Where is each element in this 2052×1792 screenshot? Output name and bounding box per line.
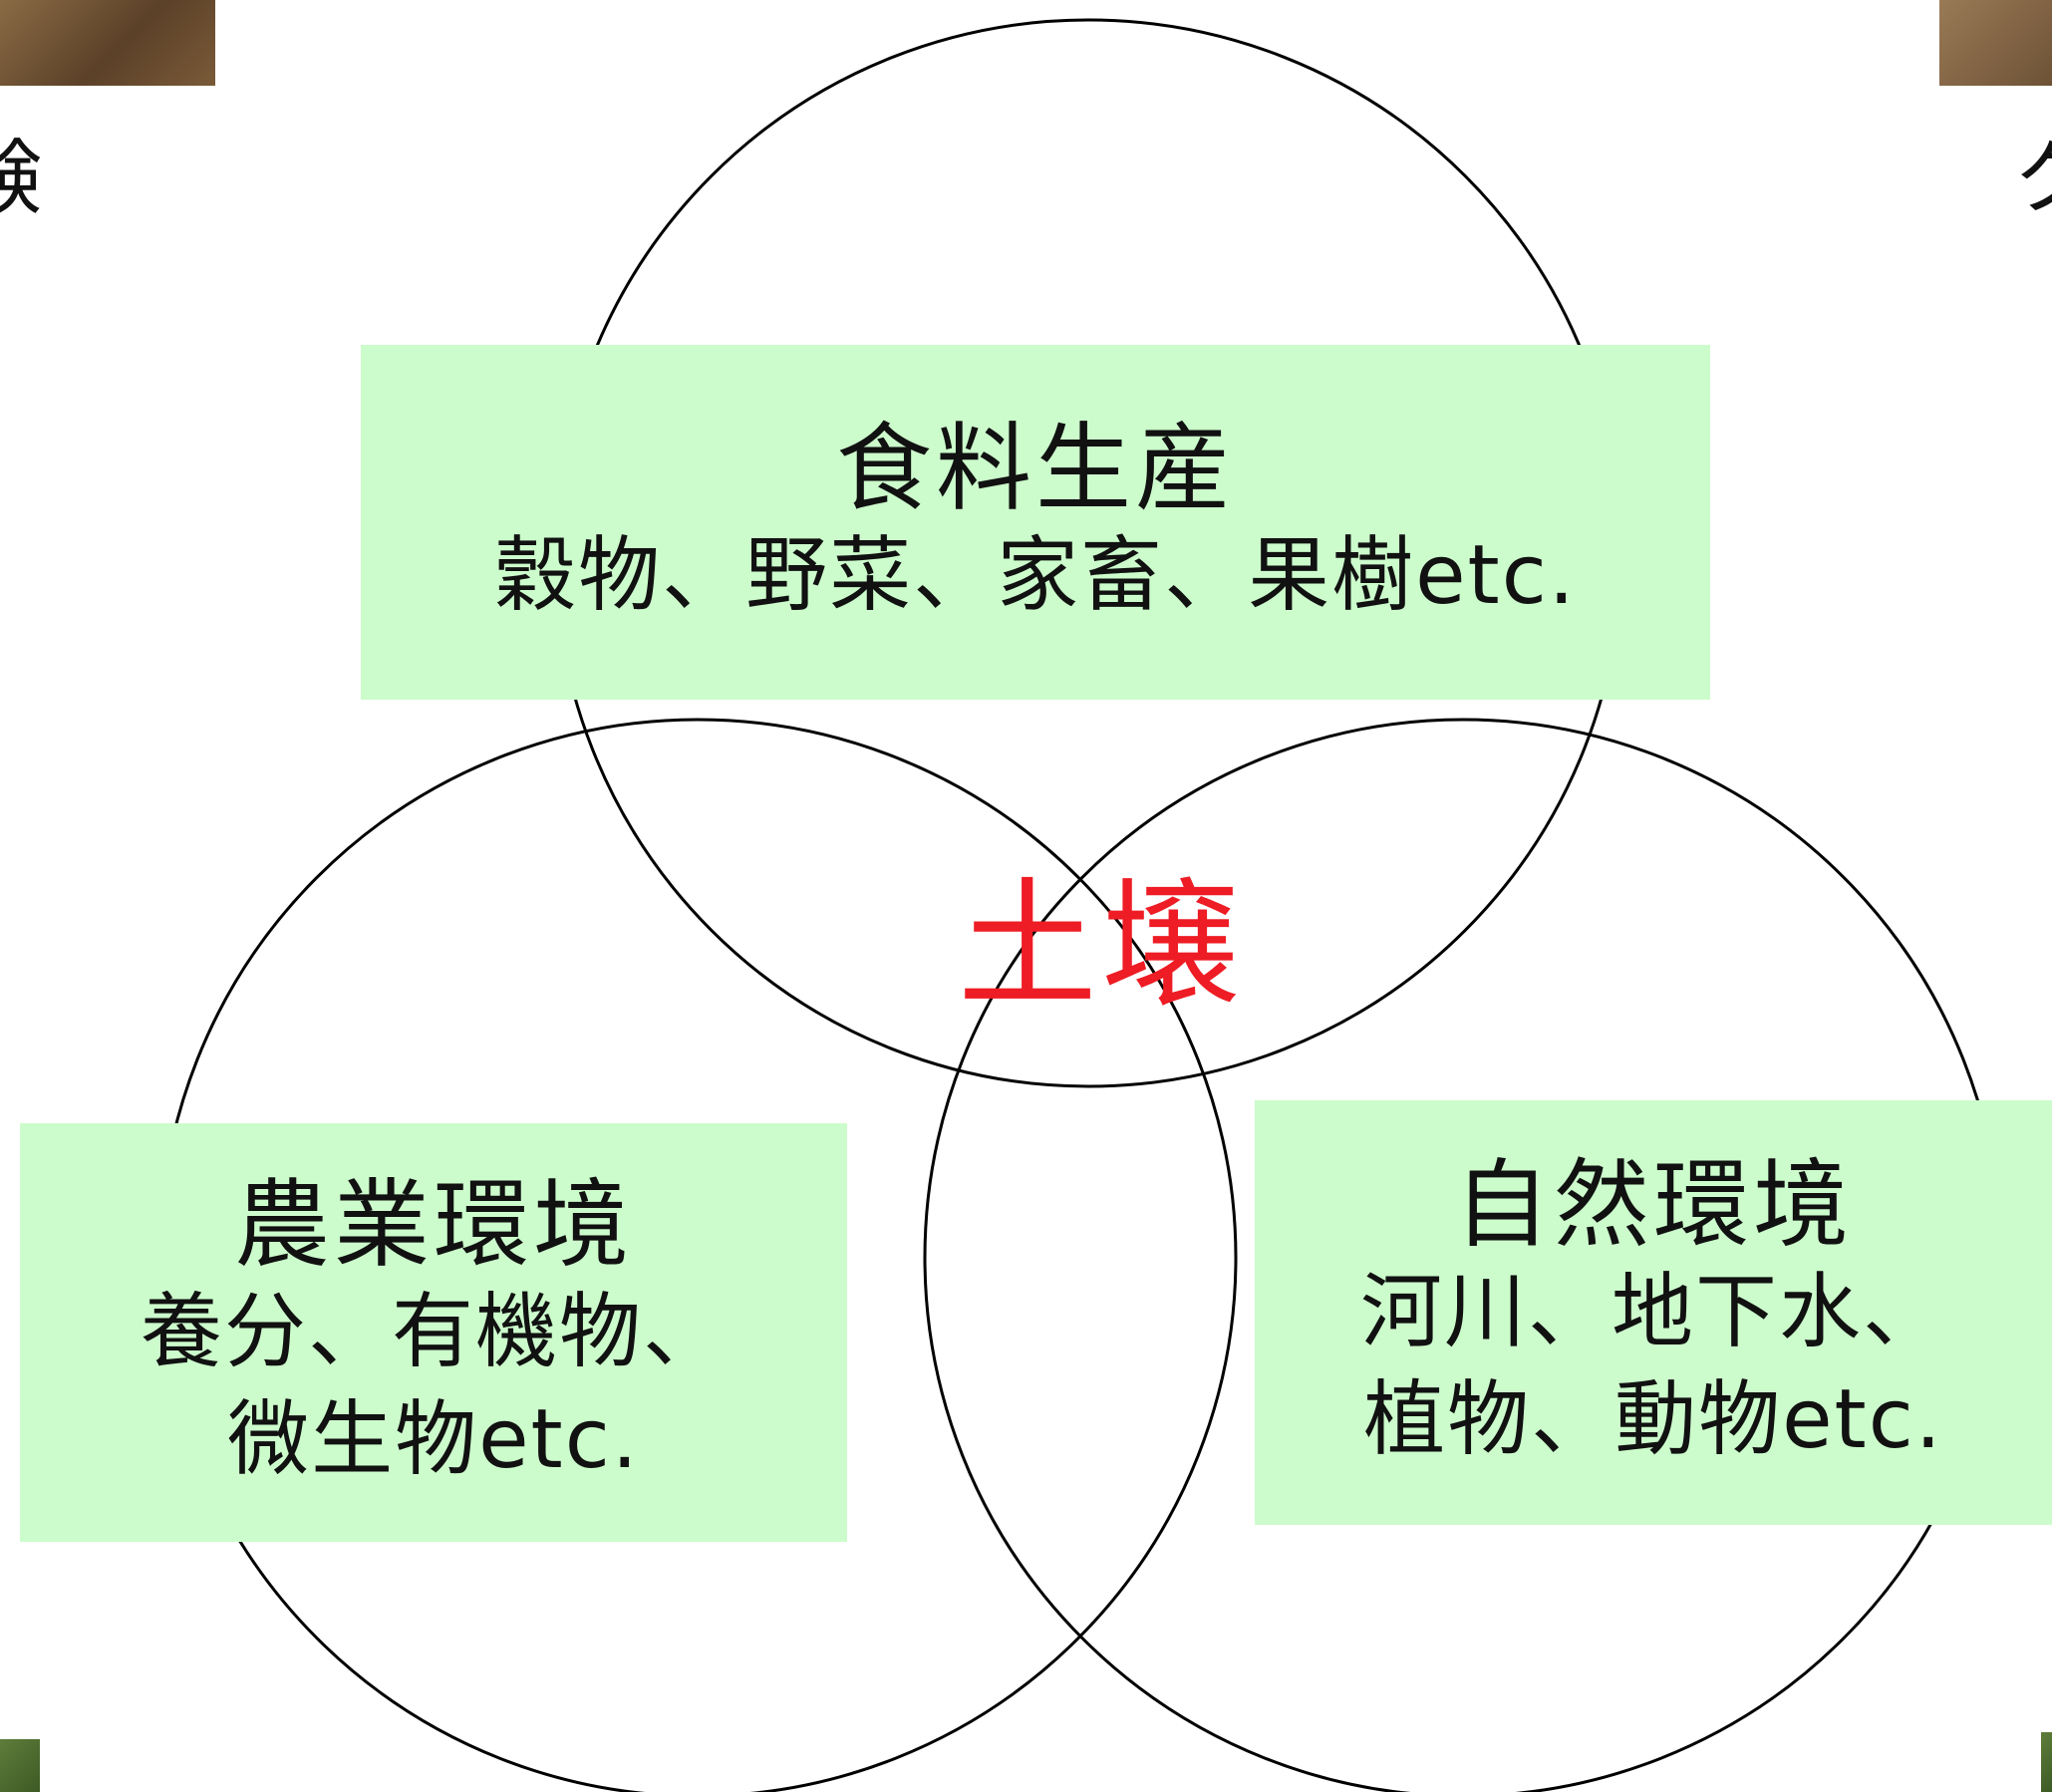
natural-environment-title: 自然環境 (1454, 1149, 1853, 1261)
agricultural-environment-title: 農業環境 (234, 1169, 633, 1281)
natural-environment-items-line2: 植物、動物etc. (1363, 1372, 1943, 1467)
edge-text-left: 験 (0, 132, 43, 226)
agricultural-environment-box: 農業環境 養分、有機物、 微生物etc. (20, 1123, 847, 1542)
soil-photo-top-right (1939, 0, 2052, 86)
food-production-box: 食料生産 穀物、野菜、家畜、果樹etc. (361, 345, 1710, 700)
food-production-title: 食料生産 (836, 413, 1235, 524)
edge-text-right: ク (2013, 130, 2052, 229)
agricultural-environment-items-line2: 微生物etc. (227, 1392, 640, 1487)
agricultural-environment-items-line1: 養分、有機物、 (140, 1285, 727, 1379)
plant-photo-bottom-right (2041, 1732, 2052, 1792)
center-label-soil: 土壌 (957, 865, 1245, 1028)
natural-environment-items-line1: 河川、地下水、 (1359, 1265, 1946, 1359)
natural-environment-box: 自然環境 河川、地下水、 植物、動物etc. (1255, 1100, 2052, 1525)
plant-photo-bottom-left (0, 1739, 40, 1792)
food-production-items: 穀物、野菜、家畜、果樹etc. (494, 528, 1577, 623)
soil-photo-top-left (0, 0, 215, 86)
